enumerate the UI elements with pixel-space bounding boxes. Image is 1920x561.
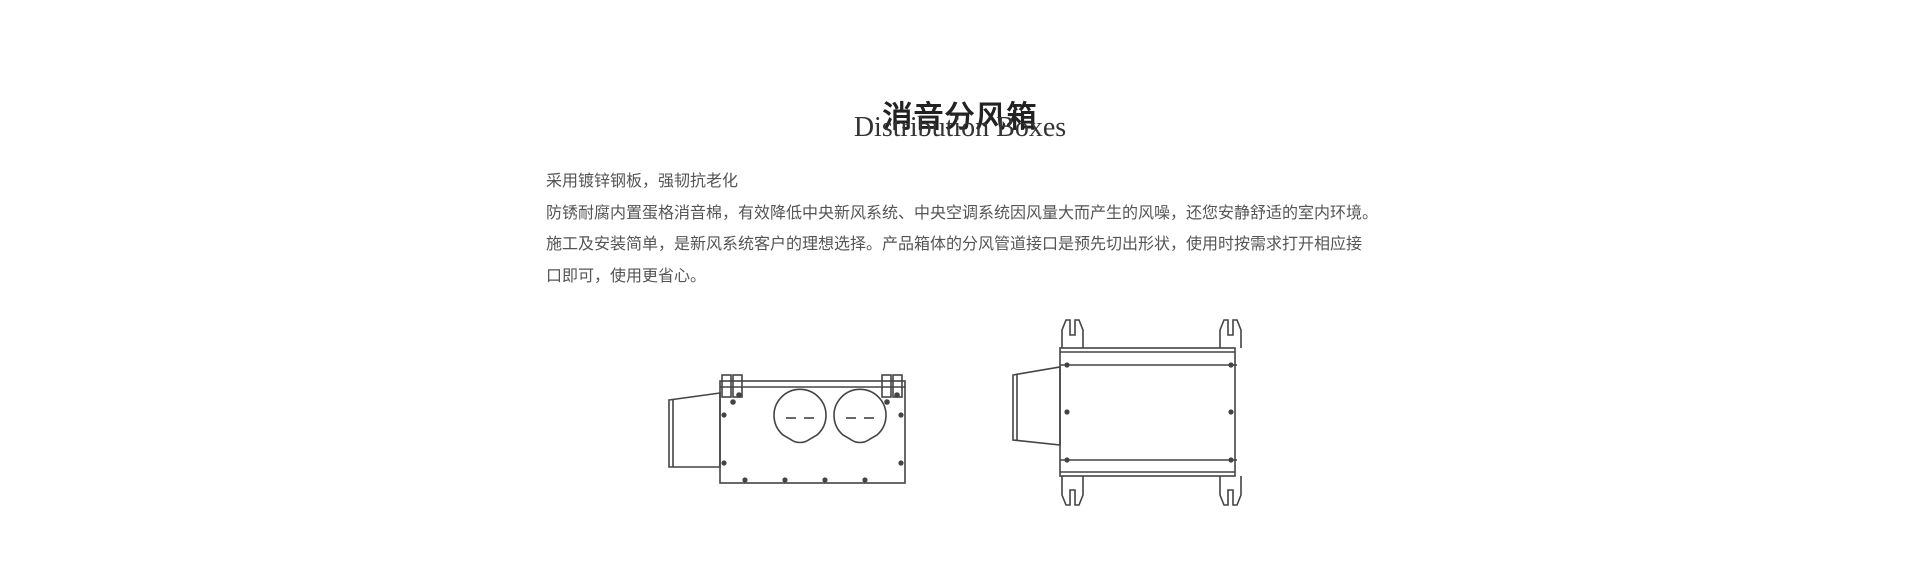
- side-view-drawing: [665, 315, 915, 495]
- page-subtitle: Distribution Boxes: [853, 112, 1067, 143]
- description-line-4: 口即可，使用更省心。: [546, 265, 707, 285]
- top-view-drawing: [1005, 315, 1255, 515]
- page-title: 消音分风箱: [882, 100, 1038, 136]
- description-line-2: 防锈耐腐内置蛋格消音棉，有效降低中央新风系统、中央空调系统因风量大而产生的风噪，…: [546, 202, 1379, 222]
- product-description: 采用镀锌钢板，强韧抗老化 防锈耐腐内置蛋格消音棉，有效降低中央新风系统、中央空调…: [546, 165, 1506, 291]
- description-line-3: 施工及安装简单，是新风系统客户的理想选择。产品箱体的分风管道接口是预先切出形状，…: [546, 234, 1363, 253]
- description-line-1: 采用镀锌钢板，强韧抗老化: [546, 171, 739, 190]
